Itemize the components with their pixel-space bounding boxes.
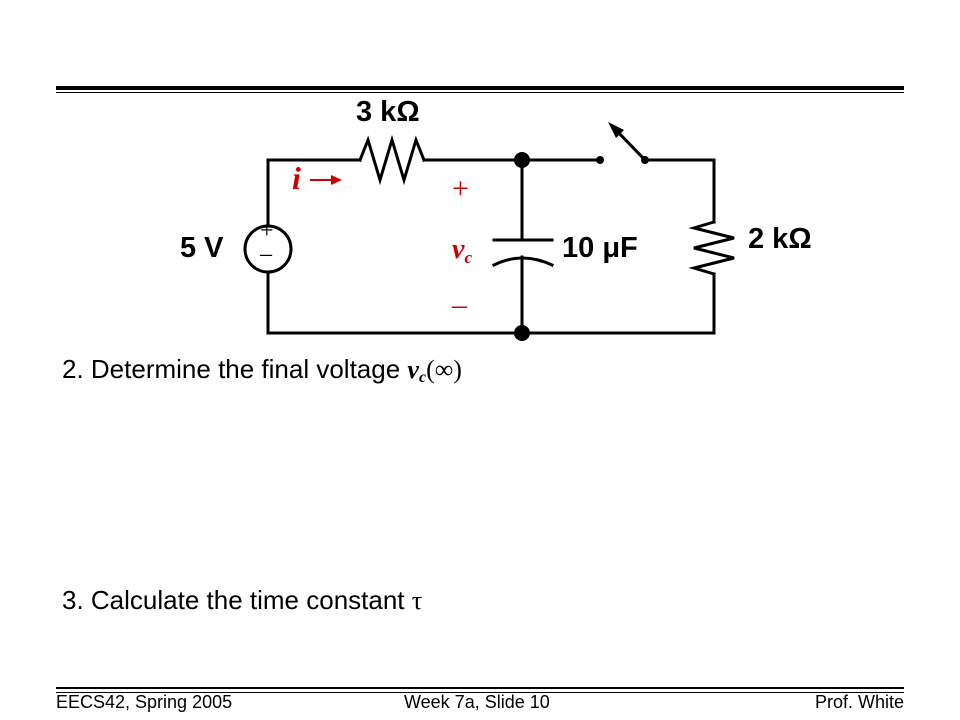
footer-rule [56, 687, 904, 693]
step-2-vc: vc [407, 355, 427, 386]
footer-course: EECS42, Spring 2005 [56, 692, 233, 712]
current-label: i [292, 160, 301, 196]
step-2-infinity: (∞) [426, 355, 462, 384]
vc-main: v [452, 234, 465, 265]
step-3-label: 3. Calculate the time constant [62, 585, 412, 615]
resistor-3k-label: 3 kΩ [356, 96, 420, 128]
resistor-2k [688, 220, 735, 276]
source-plus-sign: + [260, 218, 274, 244]
resistor-2k-label: 2 kΩ [748, 223, 812, 255]
step-3-tau: τ [411, 586, 423, 615]
vc-subscript: c [464, 248, 472, 267]
step-2-sub: c [418, 369, 427, 386]
resistor-3k [358, 134, 426, 186]
capacitor-minus-sign: – [452, 288, 467, 321]
voltage-source-circle [243, 224, 293, 274]
current-arrow-head [331, 175, 342, 185]
switch-arrowhead [608, 122, 624, 138]
footer-author: Prof. White [814, 692, 904, 712]
switch-contact-left [596, 156, 604, 164]
voltage-source-label: 5 V [180, 232, 224, 264]
capacitor-label: 10 μF [562, 232, 638, 264]
capacitor-plus-sign: + [452, 172, 469, 205]
node-bottom [514, 325, 530, 341]
header-rule [56, 86, 904, 93]
step-2-v: v [407, 355, 419, 384]
footer-slide-number: Week 7a, Slide 10 [404, 692, 550, 712]
switch-contact-right [641, 156, 649, 164]
source-minus-sign: – [260, 241, 272, 267]
node-top [514, 152, 530, 168]
step-2-text: 2. Determine the final voltage vc(∞) [62, 354, 462, 387]
step-3-text: 3. Calculate the time constant τ [62, 585, 422, 616]
step-2-label: 2. Determine the final voltage [62, 354, 408, 384]
capacitor-voltage-label: vc [452, 234, 472, 268]
